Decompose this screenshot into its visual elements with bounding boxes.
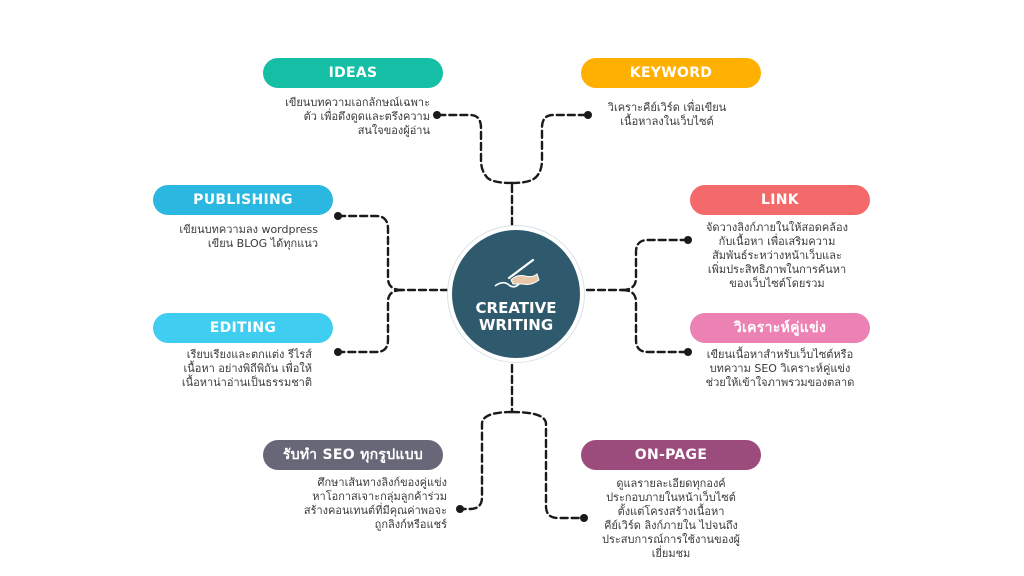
connector-dot-keyword xyxy=(584,111,592,119)
onpage-line: เยี่ยมชม xyxy=(651,547,691,560)
seo-line: ศึกษาเส้นทางลิงก์ของคู่แข่ง xyxy=(317,476,447,489)
seo-line: ถูกลิงก์หรือแชร์ xyxy=(374,518,447,531)
connector-competitor xyxy=(620,288,690,354)
link-line: ของเว็บไซต์โดยรวม xyxy=(729,277,825,290)
publishing-description: เขียนบทความลง wordpress เขียน BLOG ได้ทุ… xyxy=(179,223,318,251)
keyword-line: เนื้อหาลงในเว็บไซต์ xyxy=(620,115,714,128)
hub-title-line1: CREATIVE xyxy=(475,299,557,317)
onpage-line: ประสบการณ์การใช้งานของผู้ xyxy=(601,533,741,546)
link-pill: LINK xyxy=(690,185,870,215)
keyword-description: วิเคราะคีย์เวิร์ด เพื่อเขียน เนื้อหาลงใน… xyxy=(597,101,737,129)
hand-writing-icon xyxy=(494,258,540,288)
connector-dot-publishing xyxy=(334,212,342,220)
onpage-line: ตั้งแต่โครงสร้างเนื้อหา xyxy=(617,505,725,518)
link-line: สัมพันธ์ระหว่างหน้าเว็บและ xyxy=(712,249,842,262)
onpage-line: คีย์เวิร์ด ลิงก์ภายใน ไปจนถึง xyxy=(604,519,738,532)
connector-keyword xyxy=(510,113,590,185)
competitor-description: เขียนเนื้อหาสำหรับเว็บไซต์หรือ บทความ SE… xyxy=(692,348,868,390)
connector-dot-ideas xyxy=(433,111,441,119)
link-line: กับเนื้อหา เพื่อเสริมความ xyxy=(718,235,836,248)
connector-dot-competitor xyxy=(684,348,692,356)
competitor-line: บทความ SEO วิเคราะห์คู่แข่ง xyxy=(709,362,851,375)
connector-publishing xyxy=(336,214,404,292)
seo-pill: รับทำ SEO ทุกรูปแบบ xyxy=(263,440,443,470)
editing-pill: EDITING xyxy=(153,313,333,343)
onpage-line: ดูแลรายละเอียดทุกองค์ xyxy=(616,477,726,490)
seo-line: หาโอกาสเจาะกลุ่มลูกค้าร่วม xyxy=(312,490,447,503)
connector-link xyxy=(620,238,690,292)
keyword-pill: KEYWORD xyxy=(581,58,761,88)
ideas-pill: IDEAS xyxy=(263,58,443,88)
publishing-pill: PUBLISHING xyxy=(153,185,333,215)
ideas-line: สนใจของผู้อ่าน xyxy=(357,124,430,137)
editing-description: เรียบเรียงและตกแต่ง รีไรส์ เนื้อหา อย่าง… xyxy=(182,348,312,390)
ideas-line: เขียนบทความเอกลักษณ์เฉพาะ xyxy=(285,96,430,109)
ideas-line: ตัว เพื่อดึงดูดและตรึงความ xyxy=(303,110,430,123)
hub-circle: CREATIVE WRITING xyxy=(448,226,584,362)
connector-seo xyxy=(458,410,514,511)
seo-description: ศึกษาเส้นทางลิงก์ของคู่แข่ง หาโอกาสเจาะก… xyxy=(304,476,447,532)
connector-dot-link xyxy=(684,236,692,244)
connector-dot-editing xyxy=(334,348,342,356)
hub-title-line2: WRITING xyxy=(478,316,554,334)
link-description: จัดวางลิงก์ภายในให้สอดคล้อง กับเนื้อหา เ… xyxy=(692,221,862,291)
connector-onpage xyxy=(510,410,586,520)
connector-dot-onpage xyxy=(580,514,588,522)
competitor-line: เขียนเนื้อหาสำหรับเว็บไซต์หรือ xyxy=(706,348,854,361)
competitor-pill: วิเคราะห์คู่แข่ง xyxy=(690,313,870,343)
connector-dot-seo xyxy=(456,505,464,513)
ideas-description: เขียนบทความเอกลักษณ์เฉพาะ ตัว เพื่อดึงดู… xyxy=(285,96,430,138)
onpage-pill: ON-PAGE xyxy=(581,440,761,470)
link-line: จัดวางลิงก์ภายในให้สอดคล้อง xyxy=(705,221,848,234)
seo-line: สร้างคอนเทนต์ที่มีคุณค่าพอจะ xyxy=(303,504,447,517)
editing-line: เรียบเรียงและตกแต่ง รีไรส์ xyxy=(186,348,312,361)
editing-line: เนื้อหาน่าอ่านเป็นธรรมชาติ xyxy=(181,376,312,389)
competitor-line: ช่วยให้เข้าใจภาพรวมของตลาด xyxy=(705,376,855,389)
keyword-line: วิเคราะคีย์เวิร์ด เพื่อเขียน xyxy=(607,101,727,114)
connector-ideas xyxy=(435,113,514,185)
editing-line: เนื้อหา อย่างพิถีพิถัน เพื่อให้ xyxy=(183,362,313,375)
onpage-line: ประกอบภายในหน้าเว็บไซต์ xyxy=(606,491,736,504)
onpage-description: ดูแลรายละเอียดทุกองค์ ประกอบภายในหน้าเว็… xyxy=(591,477,751,561)
publishing-line: เขียน BLOG ได้ทุกแนว xyxy=(207,237,318,250)
link-line: เพิ่มประสิทธิภาพในการค้นหา xyxy=(707,263,847,276)
publishing-line: เขียนบทความลง wordpress xyxy=(179,223,318,236)
connector-editing xyxy=(336,288,404,354)
